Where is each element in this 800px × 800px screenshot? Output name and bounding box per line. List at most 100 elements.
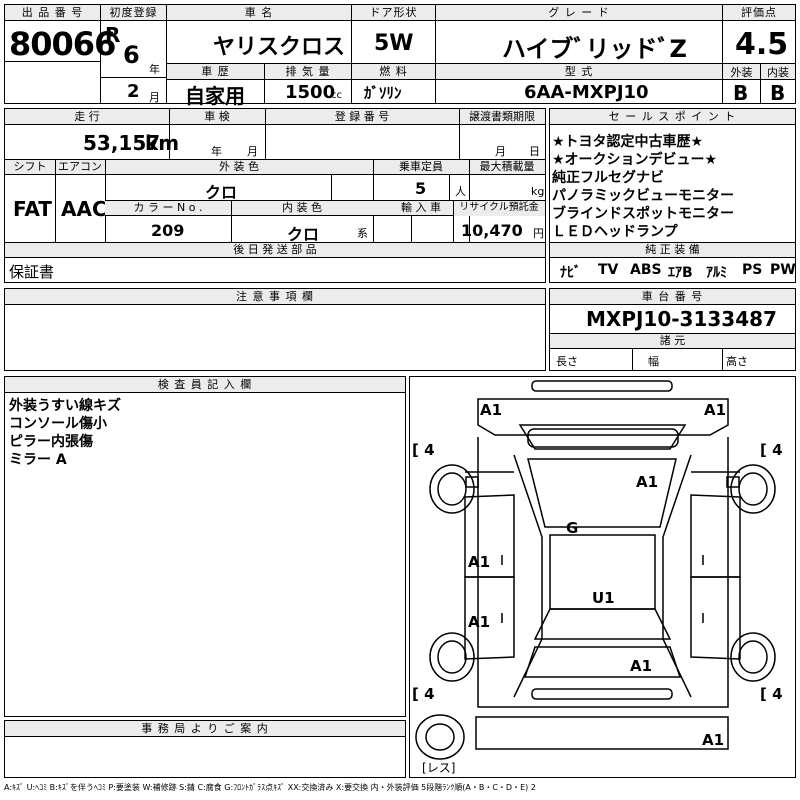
- sales-point-box: セ ー ル ス ポ イ ン ト ★トヨタ認定中古車歴★ ★オークションデビュー★…: [549, 108, 796, 283]
- color-no-label: カ ラ ー N o .: [133, 201, 203, 214]
- displacement-label: 排 気 量: [265, 64, 351, 80]
- maxload-unit: kg: [531, 185, 545, 198]
- equipment-label: 純 正 装 備: [550, 243, 795, 258]
- equip-alloy: ｱﾙﾐ: [706, 265, 727, 281]
- ac: AAC: [61, 197, 107, 221]
- lot-box: 出 品 番 号 80066: [4, 4, 116, 104]
- capacity-unit: 人: [455, 185, 466, 198]
- registration-label: 登 録 番 号: [334, 110, 390, 123]
- sales-point-3: 純正フルセグナビ: [552, 170, 664, 186]
- model-label: 型 式: [436, 64, 722, 80]
- inspector-line-1: 外装うすい線キズ: [9, 398, 121, 414]
- mileage-label: 走 行: [74, 110, 100, 123]
- damage-front-left: A1: [480, 401, 503, 419]
- office-box: 事 務 局 よ り ご 案 内: [4, 720, 406, 778]
- inspection-label: 車 検: [204, 110, 230, 123]
- damage-roof: U1: [592, 589, 615, 607]
- later-parts: 保証書: [9, 263, 55, 281]
- notes-label: 注 意 事 項 欄: [5, 289, 545, 305]
- legend: A:ｷｽﾞ U:ﾍｺﾐ B:ｷｽﾞを伴うﾍｺﾐ P:要塗装 W:補修跡 S:錆 …: [4, 783, 536, 792]
- inspector-line-2: コンソール傷小: [9, 416, 107, 432]
- ext-color-label: 外 装 色: [219, 160, 259, 173]
- frame-label: 車 台 番 号: [550, 289, 795, 305]
- car-name-box: 車 名 ヤリスクロス: [166, 4, 352, 64]
- first-reg-label: 初度登録: [101, 5, 166, 21]
- reg-year: 6: [123, 41, 140, 69]
- shift: FAT: [13, 197, 52, 221]
- car-diagram: [415, 380, 776, 760]
- sales-point-6: ＬＥＤヘッドランプ: [552, 224, 678, 240]
- model: 6AA-MXPJ10: [524, 82, 649, 103]
- grade-label: グ レ ー ド: [436, 5, 722, 21]
- damage-left-rear-door: A1: [468, 613, 491, 631]
- damage-hood: A1: [636, 473, 659, 491]
- interior-score: B: [770, 81, 786, 105]
- transfer-day-unit: 日: [529, 145, 540, 158]
- length-label: 長さ: [556, 355, 578, 368]
- equip-ps: PS: [742, 262, 763, 278]
- int-color: クロ: [287, 225, 320, 244]
- sales-point-2: ★オークションデビュー★: [552, 152, 718, 168]
- damage-rear-quarter: A1: [630, 657, 653, 675]
- inspector-label: 検 査 員 記 入 欄: [5, 377, 405, 393]
- mileage-unit: km: [145, 131, 180, 155]
- equip-pw: PW: [770, 262, 796, 278]
- later-parts-label: 後 日 発 送 部 品: [5, 243, 545, 258]
- tire-rear-right: [ 4: [760, 685, 783, 703]
- damage-left-front-door: A1: [468, 553, 491, 571]
- score-box: 評価点 4.5 外装 内装 B B: [722, 4, 796, 105]
- fuel: ｶﾞｿﾘﾝ: [364, 84, 402, 102]
- import-label: 輸 入 車: [401, 201, 441, 214]
- sales-point-label: セ ー ル ス ポ イ ン ト: [550, 109, 795, 125]
- tire-front-left: [ 4: [412, 441, 435, 459]
- int-color-label: 内 装 色: [282, 201, 322, 214]
- grade-box: グ レ ー ド ハイブﾞリッドﾞZ: [435, 4, 723, 64]
- height-label: 高さ: [726, 355, 748, 368]
- history-label: 車 歴: [167, 64, 264, 80]
- equip-abs: ABS: [630, 262, 662, 278]
- width-label: 幅: [648, 355, 659, 368]
- sales-point-4: パノラミックビューモニター: [552, 188, 734, 204]
- displacement-unit: cc: [331, 90, 342, 101]
- capacity: 5: [415, 179, 427, 198]
- era-mark: R: [105, 23, 121, 47]
- mileage: 53,157: [83, 131, 161, 155]
- lot-label: 出 品 番 号: [5, 5, 100, 21]
- spare-tire-label: [レス]: [422, 761, 456, 775]
- interior-label: 内装: [760, 64, 795, 80]
- inspection-month-unit: 月: [247, 145, 258, 158]
- inspector-line-4: ミラー A: [9, 452, 67, 468]
- door-type: 5W: [374, 31, 414, 56]
- sales-point-1: ★トヨタ認定中古車歴★: [552, 134, 704, 150]
- history-box: 車 歴 自家用: [166, 63, 265, 108]
- ac-label: エアコン: [58, 160, 102, 173]
- inspector-line-3: ピラー内張傷: [9, 434, 93, 450]
- specs-label: 諸 元: [550, 334, 795, 349]
- transfer-label: 譲渡書類期限: [469, 110, 535, 123]
- equip-airbag: ｴｱB: [668, 265, 693, 281]
- capacity-label: 乗車定員: [399, 160, 443, 173]
- vehicle-info-grid: 走 行 車 検 登 録 番 号 譲渡書類期限 53,157 km 年 月 月 日…: [4, 108, 546, 283]
- fuel-label: 燃 料: [352, 64, 435, 80]
- inspector-box: 検 査 員 記 入 欄 外装うすい線キズ コンソール傷小 ピラー内張傷 ミラー …: [4, 376, 406, 717]
- overall-score: 4.5: [735, 27, 789, 62]
- displacement-box: 排 気 量 1500 cc: [264, 63, 352, 104]
- door-box: ドア形状 5W: [351, 4, 436, 64]
- frame-number: MXPJ10-3133487: [586, 307, 777, 331]
- frame-box: 車 台 番 号 MXPJ10-3133487 諸 元 長さ 幅 高さ: [549, 288, 796, 371]
- reg-month-unit: 月: [149, 91, 160, 104]
- reg-month: 2: [127, 81, 140, 102]
- color-no: 209: [151, 221, 185, 240]
- ext-color: クロ: [205, 183, 238, 202]
- damage-rear-bumper: A1: [702, 731, 725, 749]
- history: 自家用: [185, 84, 245, 108]
- model-box: 型 式 6AA-MXPJ10: [435, 63, 723, 104]
- grade: ハイブﾞリッドﾞZ: [502, 35, 687, 63]
- recycle: 10,470: [461, 221, 523, 240]
- first-reg-box: 初度登録 R 6 年 2 月: [100, 4, 167, 104]
- score-label: 評価点: [723, 5, 795, 21]
- exterior-label: 外装: [723, 64, 760, 80]
- door-label: ドア形状: [352, 5, 435, 21]
- tire-front-right: [ 4: [760, 441, 783, 459]
- equip-tv: TV: [598, 262, 619, 278]
